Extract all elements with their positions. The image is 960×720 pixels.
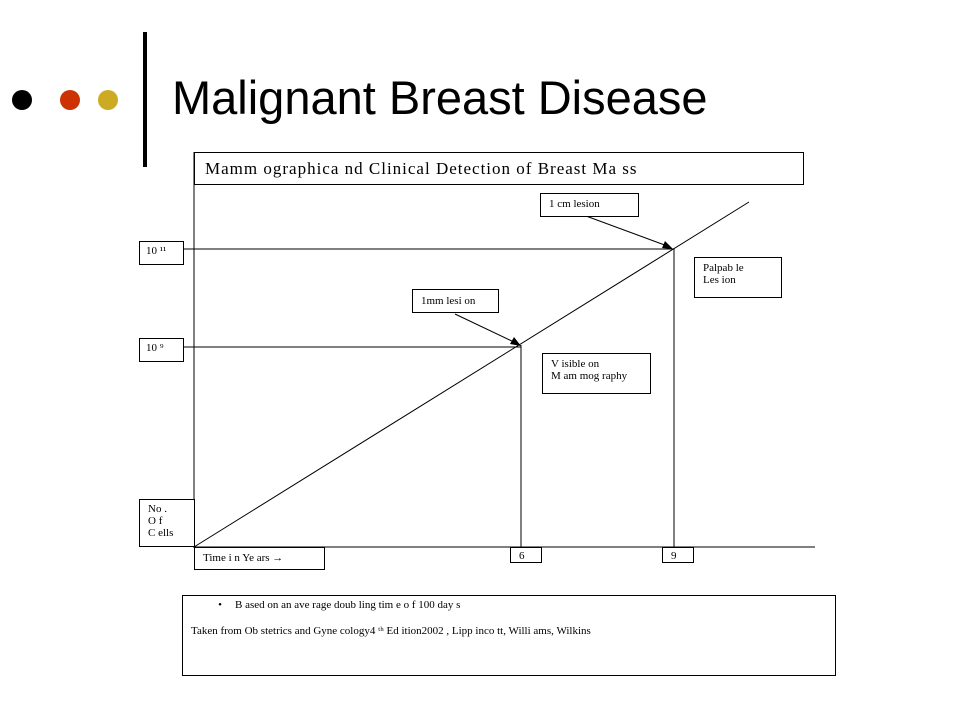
dot-gold (98, 90, 118, 110)
slide-title: Malignant Breast Disease (172, 71, 708, 124)
dot-red (60, 90, 80, 110)
y-axis-label-line-2: O f (148, 515, 163, 527)
callout-visible-line-1: V isible on (551, 358, 600, 370)
x-axis-label: Time i n Ye ars → (194, 547, 325, 570)
notes-box: • B ased on an ave rage doub ling tim e o… (182, 595, 836, 676)
diagram-title: Mamm ographica nd Clinical Detection of … (194, 152, 804, 185)
notes-reference: Taken from Ob stetrics and Gyne cology4 … (191, 625, 591, 637)
title-divider (143, 32, 147, 167)
growth-line (193, 201, 750, 548)
y-axis-label: No . O f C ells (139, 499, 195, 547)
arrow-1cm (585, 215, 671, 248)
callout-visible-line-2: M am mog raphy (551, 370, 628, 382)
arrow-1cm-head (662, 241, 673, 249)
callout-1mm-lesion: 1mm lesi on (412, 289, 499, 313)
arrow-1mm-head (510, 337, 521, 346)
callout-palpable-line-1: Palpab le (703, 262, 744, 274)
y-axis-label-line-3: C ells (148, 527, 174, 539)
arrow-1mm (454, 313, 519, 345)
x-tick-9: 9 (662, 547, 694, 563)
callout-visible: V isible on M am mog raphy (542, 353, 651, 394)
dot-black (12, 90, 32, 110)
bullet-glyph: • (218, 599, 222, 611)
notes-bullet: • B ased on an ave rage doub ling tim e o… (205, 599, 460, 611)
x-tick-6: 6 (510, 547, 542, 563)
y-label-high: 10 ¹¹ (139, 241, 184, 265)
y-axis-label-line-1: No . (148, 503, 167, 515)
callout-palpable-line-2: Les ion (703, 274, 736, 286)
callout-palpable: Palpab le Les ion (694, 257, 782, 298)
bullet-text: B ased on an ave rage doub ling tim e o … (235, 599, 461, 611)
y-label-mid: 10 ⁹ (139, 338, 184, 362)
callout-1cm-lesion: 1 cm lesion (540, 193, 639, 217)
